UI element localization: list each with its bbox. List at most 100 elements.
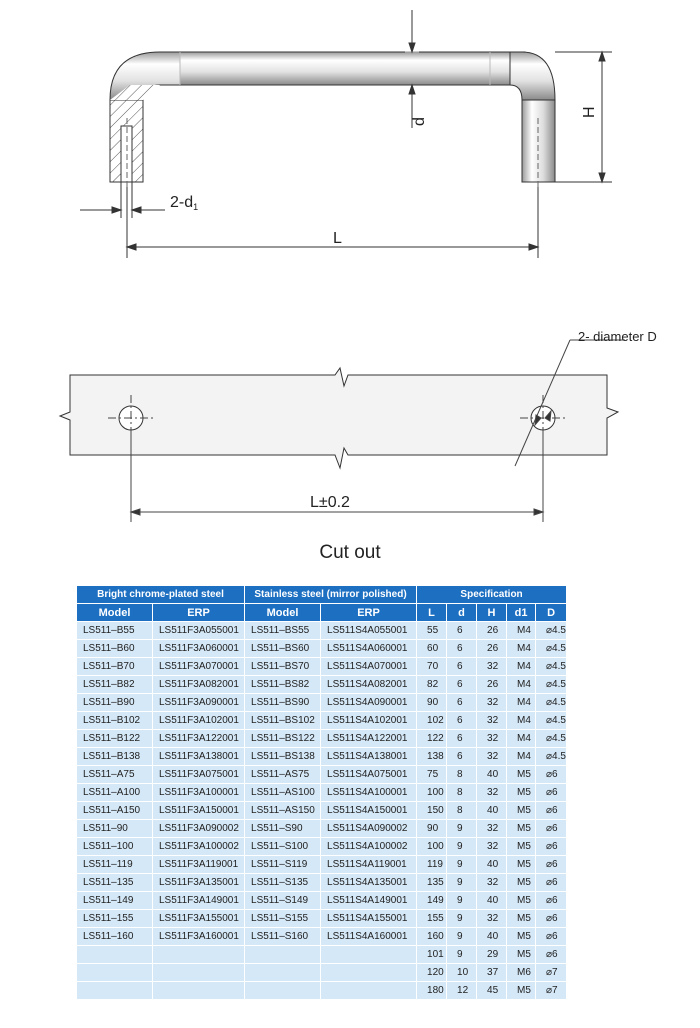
cell-l: 138 [416, 747, 448, 766]
cell-d: 10 [446, 963, 478, 982]
cell-model-stainless: LS511–S90 [244, 819, 322, 838]
cell-model-chrome: LS511–160 [76, 927, 153, 946]
cell-erp-chrome: LS511F3A090002 [151, 819, 246, 838]
cell-model-chrome: LS511–B122 [76, 729, 153, 748]
cell-diameter: ⌀6 [535, 765, 568, 784]
cell-diameter: ⌀4.5 [535, 711, 568, 730]
cell-diameter: ⌀6 [535, 909, 568, 928]
cell-model-chrome: LS511–155 [76, 909, 153, 928]
cell-erp-stainless: LS511S4A149001 [320, 891, 418, 910]
cell-d1: M5 [506, 819, 537, 838]
cell-d1: M5 [506, 981, 537, 1000]
cell-erp-chrome: LS511F3A122001 [151, 729, 246, 748]
cell-model-stainless: LS511–S160 [244, 927, 322, 946]
cell-diameter: ⌀6 [535, 819, 568, 838]
cell-erp-stainless: LS511S4A102001 [320, 711, 418, 730]
cell-d: 9 [446, 873, 478, 892]
dim-label-d: d [411, 117, 428, 126]
cell-l: 75 [416, 765, 448, 784]
cell-d: 6 [446, 675, 478, 694]
cell-h: 32 [476, 693, 508, 712]
cell-l: 90 [416, 693, 448, 712]
cell-model-stainless [244, 963, 322, 982]
cell-erp-stainless: LS511S4A090002 [320, 819, 418, 838]
dim-label-tol-value: 0.2 [328, 494, 350, 511]
cell-erp-stainless: LS511S4A119001 [320, 855, 418, 874]
cell-model-chrome: LS511–A100 [76, 783, 153, 802]
cell-erp-chrome: LS511F3A090001 [151, 693, 246, 712]
cell-d: 8 [446, 783, 478, 802]
cell-model-stainless: LS511–BS102 [244, 711, 322, 730]
cell-erp-chrome: LS511F3A149001 [151, 891, 246, 910]
cell-d1: M5 [506, 927, 537, 946]
cell-erp-stainless: LS511S4A075001 [320, 765, 418, 784]
cell-diameter: ⌀4.5 [535, 639, 568, 658]
cell-d1: M6 [506, 963, 537, 982]
cell-model-stainless: LS511–S119 [244, 855, 322, 874]
cell-l: 82 [416, 675, 448, 694]
cell-d1: M5 [506, 873, 537, 892]
cell-l: 55 [416, 621, 448, 640]
column-header-l: L [416, 603, 448, 622]
cell-d: 6 [446, 693, 478, 712]
cell-diameter: ⌀6 [535, 891, 568, 910]
cell-erp-chrome: LS511F3A060001 [151, 639, 246, 658]
cell-erp-stainless [320, 981, 418, 1000]
cell-erp-chrome: LS511F3A100002 [151, 837, 246, 856]
cell-erp-chrome: LS511F3A055001 [151, 621, 246, 640]
cell-model-chrome: LS511–135 [76, 873, 153, 892]
cell-model-chrome: LS511–119 [76, 855, 153, 874]
cell-model-stainless [244, 945, 322, 964]
cell-d: 8 [446, 801, 478, 820]
cell-d: 9 [446, 819, 478, 838]
column-header-model: Model [76, 603, 153, 622]
cell-erp-stainless: LS511S4A138001 [320, 747, 418, 766]
cell-erp-stainless [320, 963, 418, 982]
cell-l: 100 [416, 837, 448, 856]
cell-h: 32 [476, 747, 508, 766]
cell-h: 45 [476, 981, 508, 1000]
dim-label-tol-symbol: ± [319, 494, 328, 511]
cell-diameter: ⌀4.5 [535, 693, 568, 712]
cell-erp-chrome: LS511F3A150001 [151, 801, 246, 820]
cell-d: 6 [446, 621, 478, 640]
cell-l: 149 [416, 891, 448, 910]
cell-model-stainless: LS511–AS150 [244, 801, 322, 820]
cell-h: 26 [476, 675, 508, 694]
cell-erp-chrome: LS511F3A119001 [151, 855, 246, 874]
cell-l: 119 [416, 855, 448, 874]
cell-model-chrome: LS511–B138 [76, 747, 153, 766]
cell-erp-stainless: LS511S4A060001 [320, 639, 418, 658]
technical-drawing: d H 2-d1 L 2- diameter D L±0.2 [58, 10, 657, 522]
group-header-specification: Specification [416, 585, 568, 604]
cell-erp-stainless: LS511S4A150001 [320, 801, 418, 820]
cell-erp-stainless: LS511S4A100001 [320, 783, 418, 802]
cell-h: 40 [476, 891, 508, 910]
cell-d1: M5 [506, 909, 537, 928]
cell-model-chrome [76, 945, 153, 964]
cell-diameter: ⌀4.5 [535, 729, 568, 748]
column-header-d: d [446, 603, 478, 622]
cell-erp-stainless [320, 945, 418, 964]
cell-erp-chrome: LS511F3A102001 [151, 711, 246, 730]
cell-model-stainless: LS511–AS100 [244, 783, 322, 802]
cell-l: 100 [416, 783, 448, 802]
cell-erp-chrome: LS511F3A100001 [151, 783, 246, 802]
cell-model-chrome: LS511–B102 [76, 711, 153, 730]
cell-model-chrome [76, 963, 153, 982]
cell-model-chrome: LS511–100 [76, 837, 153, 856]
cell-h: 32 [476, 909, 508, 928]
side-view-dimensions [80, 10, 612, 258]
cell-model-chrome: LS511–B60 [76, 639, 153, 658]
cell-l: 155 [416, 909, 448, 928]
cell-erp-stainless: LS511S4A155001 [320, 909, 418, 928]
cell-erp-chrome [151, 981, 246, 1000]
